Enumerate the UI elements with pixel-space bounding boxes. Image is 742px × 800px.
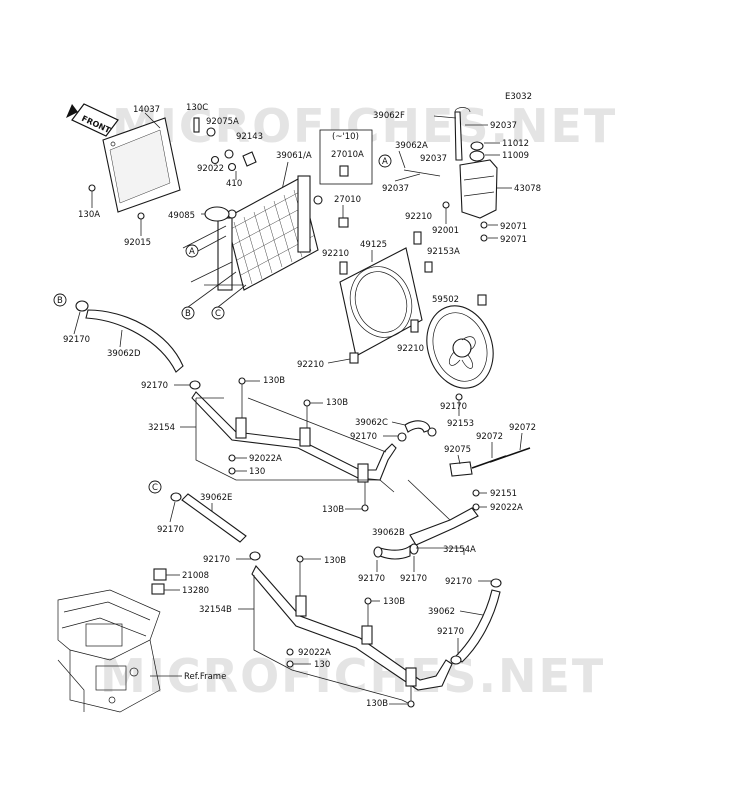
pipe-32154A bbox=[409, 507, 479, 546]
label-92022A-b: 92022A bbox=[490, 503, 523, 513]
label-92170-b: 92170 bbox=[63, 335, 90, 345]
variant-note: (~'10) bbox=[332, 132, 359, 142]
label-92075A: 92075A bbox=[206, 117, 239, 127]
callout-C-hose-label: C bbox=[152, 483, 158, 493]
label-92072-b: 92072 bbox=[509, 423, 536, 433]
label-130-a: 130 bbox=[249, 467, 265, 477]
label-39061A: 39061/A bbox=[276, 151, 312, 161]
label-92210-right: 92210 bbox=[397, 344, 424, 354]
sensor-21008 bbox=[153, 568, 167, 581]
clamp-92075 bbox=[449, 461, 473, 477]
label-92170-i: 92170 bbox=[437, 627, 464, 637]
label-92170-fan: 92170 bbox=[440, 402, 467, 412]
label-92015: 92015 bbox=[124, 238, 151, 248]
label-92022A-a: 92022A bbox=[249, 454, 282, 464]
radiator-screen bbox=[102, 117, 181, 213]
label-92153: 92153 bbox=[447, 419, 474, 429]
label-92071-b: 92071 bbox=[500, 235, 527, 245]
label-39062B: 39062B bbox=[372, 528, 405, 538]
label-21008: 21008 bbox=[182, 571, 209, 581]
label-49085: 49085 bbox=[168, 211, 195, 221]
label-92170-h: 92170 bbox=[445, 577, 472, 587]
label-92210-left: 92210 bbox=[322, 249, 349, 259]
label-92022: 92022 bbox=[197, 164, 224, 174]
callout-B-radiator-label: B bbox=[185, 309, 191, 319]
gasket-13280 bbox=[151, 583, 165, 595]
label-59502: 59502 bbox=[432, 295, 459, 305]
watermark-bottom: MICROFICHES.NET bbox=[100, 649, 605, 703]
label-39062F: 39062F bbox=[373, 111, 405, 121]
label-130C: 130C bbox=[186, 103, 208, 113]
label-92022A-c: 92022A bbox=[298, 648, 331, 658]
label-130B-e: 130B bbox=[383, 597, 405, 607]
label-27010: 27010 bbox=[334, 195, 361, 205]
label-14037: 14037 bbox=[133, 105, 160, 115]
callout-B-hose bbox=[53, 293, 67, 307]
label-130B-b: 130B bbox=[326, 398, 348, 408]
label-92170-e: 92170 bbox=[157, 525, 184, 535]
label-92170-g: 92170 bbox=[400, 574, 427, 584]
label-92071-a: 92071 bbox=[500, 222, 527, 232]
label-11009: 11009 bbox=[502, 151, 529, 161]
label-92001: 92001 bbox=[432, 226, 459, 236]
front-arrow-icon: FRONT bbox=[66, 103, 119, 137]
fan-shroud bbox=[339, 247, 423, 357]
label-92210-bottom: 92210 bbox=[297, 360, 324, 370]
label-13280: 13280 bbox=[182, 586, 209, 596]
label-11012: 11012 bbox=[502, 139, 529, 149]
label-92153A: 92153A bbox=[427, 247, 460, 257]
label-130B-f: 130B bbox=[366, 699, 388, 709]
label-130-b: 130 bbox=[314, 660, 330, 670]
label-92072-a: 92072 bbox=[476, 432, 503, 442]
label-92143: 92143 bbox=[236, 132, 263, 142]
diagram-code: E3032 bbox=[505, 92, 532, 102]
label-92170-c: 92170 bbox=[350, 432, 377, 442]
label-130B-a: 130B bbox=[263, 376, 285, 386]
label-92037-top: 92037 bbox=[490, 121, 517, 131]
frame-reference bbox=[57, 589, 161, 713]
label-39062A: 39062A bbox=[395, 141, 428, 151]
label-92170-pipe2: 92170 bbox=[203, 555, 230, 565]
pipe-32154 bbox=[191, 391, 397, 481]
label-92210-top: 92210 bbox=[405, 212, 432, 222]
label-92037-low: 92037 bbox=[382, 184, 409, 194]
label-92037-mid: 92037 bbox=[420, 154, 447, 164]
hose-39062E bbox=[181, 493, 247, 543]
cooling-fan bbox=[426, 294, 494, 389]
label-92170-f: 92170 bbox=[358, 574, 385, 584]
label-92170-pipe1: 92170 bbox=[141, 381, 168, 391]
ref-frame-label: Ref.Frame bbox=[184, 672, 226, 682]
label-130B-c: 130B bbox=[322, 505, 344, 515]
label-410: 410 bbox=[226, 179, 242, 189]
hose-39062B bbox=[379, 544, 411, 560]
hose-39062 bbox=[455, 589, 501, 663]
label-39062C: 39062C bbox=[355, 418, 388, 428]
label-32154B: 32154B bbox=[199, 605, 232, 615]
label-27010A: 27010A bbox=[331, 150, 364, 160]
label-130B-d: 130B bbox=[324, 556, 346, 566]
hose-39062D bbox=[85, 309, 184, 373]
radiator bbox=[217, 175, 323, 291]
hose-39062C bbox=[404, 420, 431, 433]
label-130A: 130A bbox=[78, 210, 100, 220]
label-92075: 92075 bbox=[444, 445, 471, 455]
callout-A-reservoir bbox=[378, 154, 392, 168]
label-39062E: 39062E bbox=[200, 493, 232, 503]
label-32154A: 32154A bbox=[443, 545, 476, 555]
label-92151: 92151 bbox=[490, 489, 517, 499]
label-43078: 43078 bbox=[514, 184, 541, 194]
callout-A-radiator-label: A bbox=[189, 247, 195, 257]
label-39062: 39062 bbox=[428, 607, 455, 617]
coolant-reservoir bbox=[459, 159, 498, 219]
callout-C-hose bbox=[148, 480, 162, 494]
label-39062D: 39062D bbox=[107, 349, 141, 359]
callout-B-hose-label: B bbox=[57, 296, 63, 306]
callout-C-radiator-label: C bbox=[215, 309, 221, 319]
label-49125: 49125 bbox=[360, 240, 387, 250]
callout-A-reservoir-label: A bbox=[382, 157, 388, 167]
pipe-32154B bbox=[251, 565, 453, 691]
label-32154: 32154 bbox=[148, 423, 175, 433]
